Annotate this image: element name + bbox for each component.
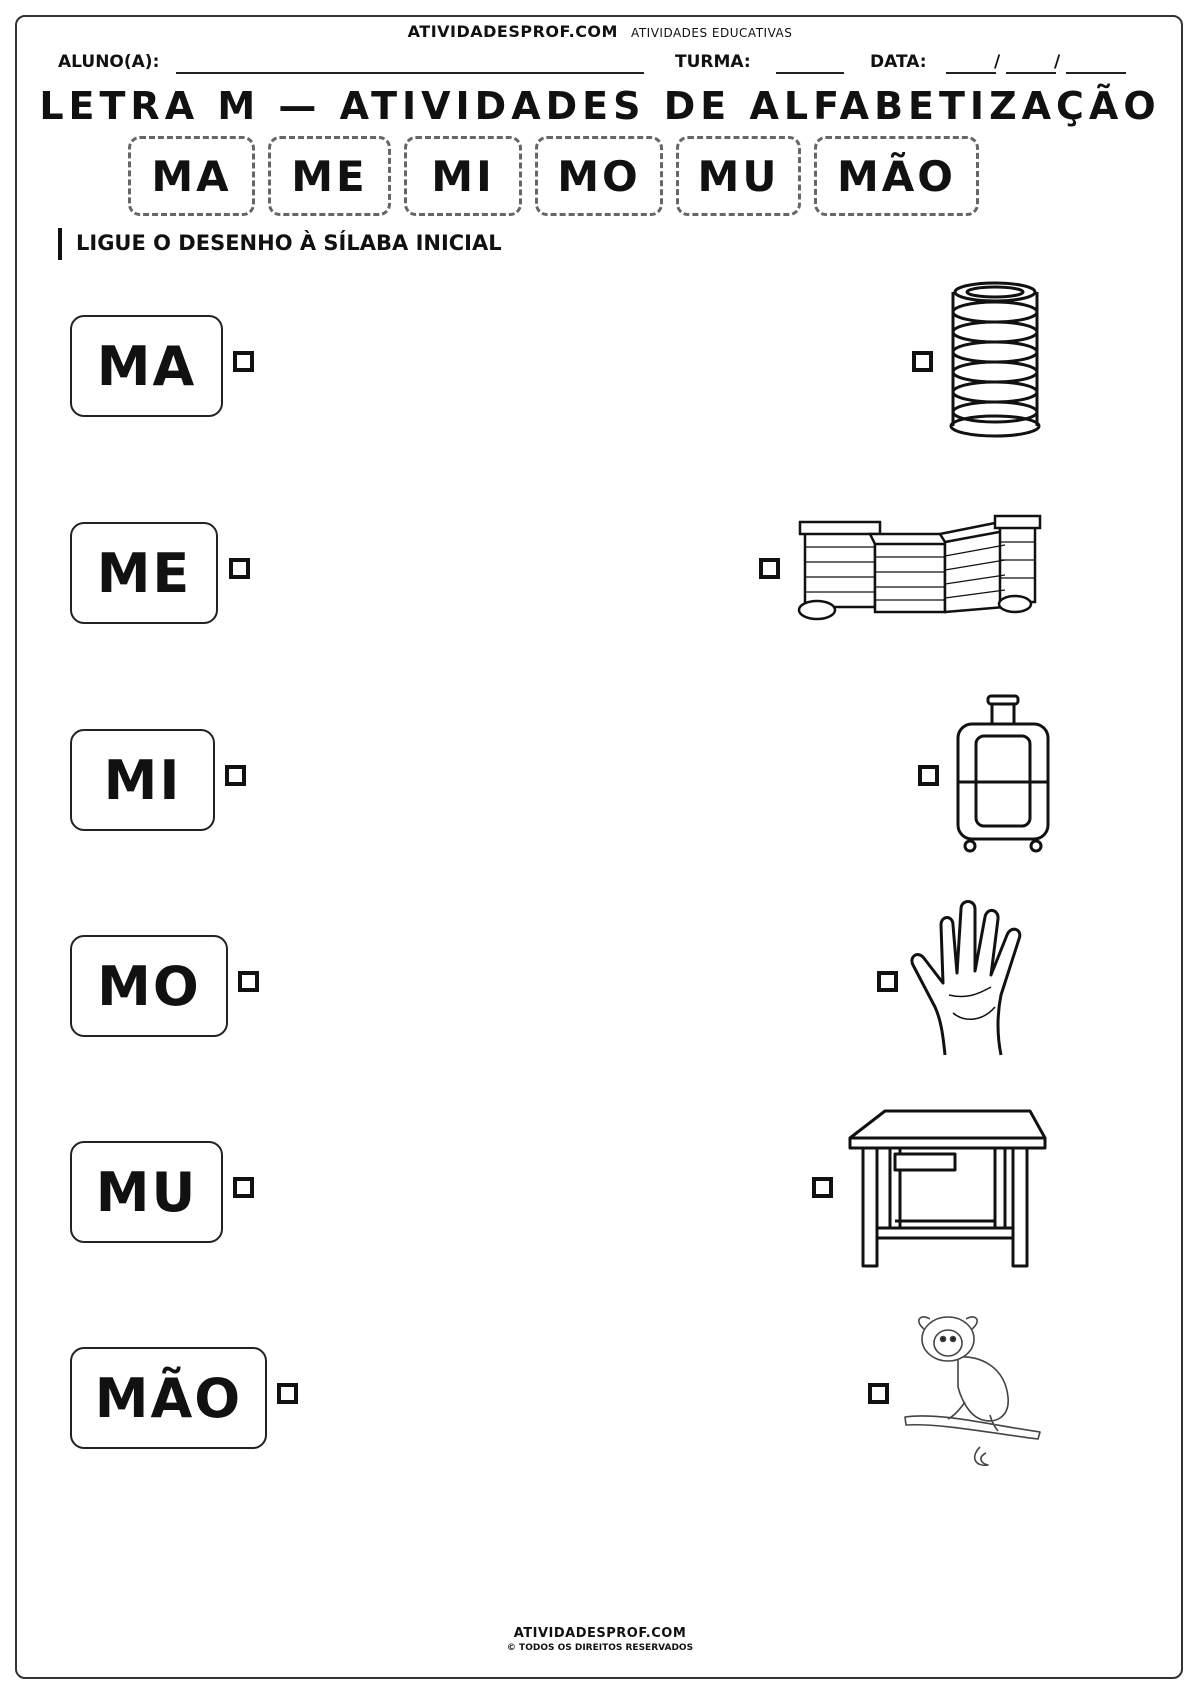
site-header: ATIVIDADESPROF.COM ATIVIDADES EDUCATIVAS (0, 22, 1200, 41)
site-name: ATIVIDADESPROF.COM (407, 22, 618, 41)
footer-site: ATIVIDADESPROF.COM (513, 1626, 687, 1641)
date-label: DATA: (870, 52, 927, 72)
table-icon (848, 1109, 1047, 1268)
syllable-box: MO (70, 935, 228, 1037)
student-name-line[interactable] (176, 72, 644, 74)
match-row: MO (0, 900, 1200, 1115)
hand-icon (910, 900, 1022, 1056)
page-title: LETRA M — ATIVIDADES DE ALFABETIZAÇÃO (39, 84, 1161, 128)
site-subtitle: ATIVIDADES EDUCATIVAS (631, 26, 793, 40)
wall-icon (797, 514, 1042, 621)
date-month-line[interactable] (1006, 72, 1056, 74)
date-year-line[interactable] (1066, 72, 1126, 74)
left-checkbox[interactable] (225, 765, 246, 786)
syllable-card: MA (128, 136, 255, 216)
left-checkbox[interactable] (233, 351, 254, 372)
date-slash-1: / (994, 52, 1001, 72)
student-label: ALUNO(A): (58, 52, 160, 72)
syllable-card: MI (404, 136, 522, 216)
match-row: ME (0, 514, 1200, 702)
syllable-card: MU (676, 136, 801, 216)
left-checkbox[interactable] (233, 1177, 254, 1198)
class-line[interactable] (776, 72, 844, 74)
left-checkbox[interactable] (277, 1383, 298, 1404)
right-checkbox[interactable] (759, 558, 780, 579)
right-checkbox[interactable] (877, 971, 898, 992)
syllable-card: MO (535, 136, 663, 216)
student-fields: ALUNO(A): TURMA: DATA: / / (58, 52, 1148, 76)
suitcase-icon (956, 694, 1050, 853)
marmoset-icon (904, 1316, 1041, 1467)
right-checkbox[interactable] (812, 1177, 833, 1198)
right-checkbox[interactable] (868, 1383, 889, 1404)
date-slash-2: / (1054, 52, 1061, 72)
syllable-card: MÃO (814, 136, 979, 216)
date-day-line[interactable] (946, 72, 996, 74)
syllable-box: MA (70, 315, 223, 417)
syllable-box: MU (70, 1141, 223, 1243)
match-row: MÃO (0, 1316, 1200, 1527)
left-checkbox[interactable] (229, 558, 250, 579)
footer-rights: © TODOS OS DIREITOS RESERVADOS (506, 1643, 694, 1653)
spring-icon (949, 281, 1041, 438)
syllable-bank: MA ME MI MO MU MÃO (0, 136, 1200, 216)
match-row: MA (0, 281, 1200, 495)
left-checkbox[interactable] (238, 971, 259, 992)
match-row: MI (0, 694, 1200, 909)
syllable-box: MI (70, 729, 215, 831)
page-footer: ATIVIDADESPROF.COM © TODOS OS DIREITOS R… (0, 1626, 1200, 1653)
right-checkbox[interactable] (918, 765, 939, 786)
syllable-box: MÃO (70, 1347, 267, 1449)
class-label: TURMA: (675, 52, 751, 72)
syllable-card: ME (268, 136, 391, 216)
page-border (15, 15, 1183, 1679)
syllable-box: ME (70, 522, 218, 624)
right-checkbox[interactable] (912, 351, 933, 372)
instruction: LIGUE O DESENHO À SÍLABA INICIAL (58, 228, 502, 260)
match-row: MU (0, 1109, 1200, 1321)
